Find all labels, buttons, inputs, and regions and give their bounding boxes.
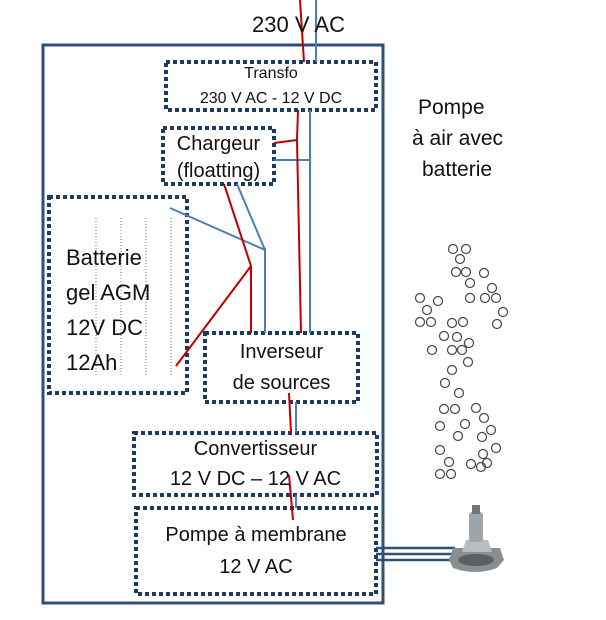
bubble xyxy=(434,444,446,456)
converter-label: Convertisseur xyxy=(193,438,318,460)
battery-box xyxy=(47,195,189,395)
source-switch-box xyxy=(203,331,360,404)
transformer-rating: 230 V AC - 12 V DC xyxy=(199,90,343,107)
charger-label: Chargeur xyxy=(176,133,261,155)
bubble xyxy=(490,442,502,454)
source-switch-label-2: de sources xyxy=(232,372,331,394)
source-switch-label: Inverseur xyxy=(239,341,324,363)
bubble xyxy=(459,418,471,430)
bubble xyxy=(432,295,444,307)
bubble xyxy=(446,344,458,356)
bubble xyxy=(491,318,503,330)
bubble xyxy=(421,304,433,316)
converter-rating: 12 V DC – 12 V AC xyxy=(169,468,342,490)
bubble xyxy=(477,448,489,460)
mains-label: 230 V AC xyxy=(252,12,345,37)
bubble xyxy=(490,292,502,304)
air-diffuser-icon xyxy=(449,505,504,572)
bubble xyxy=(447,243,459,255)
battery-line-1: Batterie xyxy=(66,245,142,270)
bubble xyxy=(438,403,450,415)
pump-rating: 12 V AC xyxy=(219,556,293,578)
bubble xyxy=(481,457,493,469)
bubble xyxy=(497,306,509,318)
bubble xyxy=(456,344,468,356)
bubble xyxy=(443,456,455,468)
bubble xyxy=(453,387,465,399)
bubble xyxy=(445,468,457,480)
bubble xyxy=(476,431,488,443)
side-title-line-2: à air avec xyxy=(412,127,504,150)
bubble xyxy=(434,468,446,480)
battery-line-2: gel AGM xyxy=(66,280,151,305)
bubble xyxy=(457,316,469,328)
transformer-box xyxy=(164,60,378,112)
bubble xyxy=(465,458,477,470)
bubble xyxy=(426,344,438,356)
bubble xyxy=(414,316,426,328)
bubble xyxy=(438,330,450,342)
bubble xyxy=(464,292,476,304)
bubble xyxy=(439,377,451,389)
bubble xyxy=(486,282,498,294)
bubble xyxy=(470,402,482,414)
positive-wires xyxy=(175,0,305,521)
bubble xyxy=(451,331,463,343)
bubble xyxy=(452,430,464,442)
battery-line-4: 12Ah xyxy=(66,350,118,375)
bubble xyxy=(460,266,472,278)
bubble xyxy=(414,292,426,304)
side-title-line-1: Pompe xyxy=(418,96,485,119)
bubble xyxy=(478,412,490,424)
converter-box xyxy=(132,431,379,497)
charger-mode: (floatting) xyxy=(176,160,261,182)
bubble xyxy=(478,267,490,279)
bubble xyxy=(454,253,466,265)
bubble xyxy=(434,420,446,432)
bubble xyxy=(463,337,475,349)
bubble xyxy=(479,292,491,304)
side-title: Pompe à air avec batterie xyxy=(412,92,503,185)
battery-cells xyxy=(95,218,172,376)
negative-wires xyxy=(169,0,317,508)
air-bubbles xyxy=(414,243,509,480)
bubble xyxy=(450,266,462,278)
enclosure-frame xyxy=(41,43,385,605)
bubble xyxy=(449,403,461,415)
pump-label: Pompe à membrane xyxy=(165,524,347,546)
bubble xyxy=(464,277,476,289)
air-hose xyxy=(376,546,455,562)
side-title-line-3: batterie xyxy=(422,158,493,181)
bubble xyxy=(425,316,437,328)
bubble xyxy=(485,424,497,436)
pump-box xyxy=(134,506,378,596)
battery-line-3: 12V DC xyxy=(66,315,144,340)
battery-label: Batterie gel AGM 12V DC 12Ah xyxy=(66,240,150,380)
bubble xyxy=(462,356,474,368)
transformer-title: Transfo xyxy=(244,65,298,82)
bubble xyxy=(460,243,472,255)
bubble xyxy=(446,364,458,376)
bubble xyxy=(446,317,458,329)
